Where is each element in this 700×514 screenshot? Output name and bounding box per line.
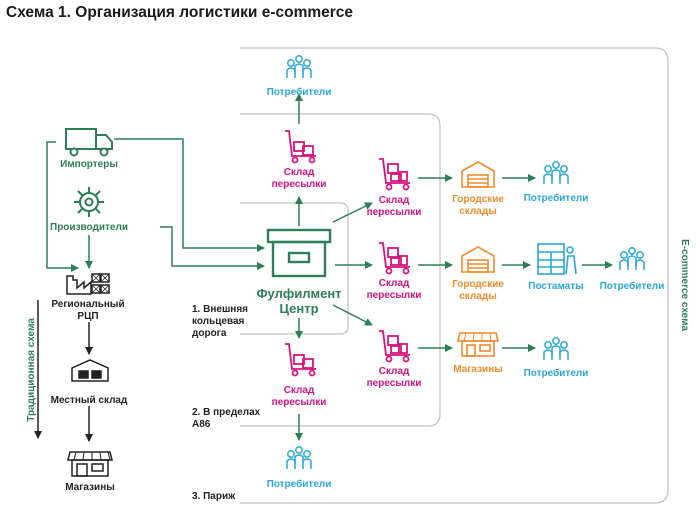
consumers-icon (286, 55, 312, 78)
local-warehouse-label: Местный склад (51, 395, 128, 406)
transit-warehouse-icon-bottom (285, 343, 316, 377)
city-warehouse-2-label-2: склады (459, 291, 497, 302)
zone-a86-boundary (240, 113, 441, 427)
transit-warehouse-icon-r3 (379, 330, 410, 363)
truck-icon (65, 128, 113, 157)
fulfillment-label-1: Фулфилмент (256, 286, 341, 301)
producers-label: Производители (50, 222, 128, 233)
importers-label: Импортеры (60, 159, 118, 170)
postamats-label: Постаматы (528, 281, 583, 292)
transit-top-label-2: пересылки (272, 179, 327, 190)
transit-warehouse-icon-r2 (379, 242, 410, 275)
transit-top-label-1: Склад (284, 167, 315, 178)
city-warehouse-2-label-1: Городские (452, 279, 504, 290)
fulfillment-label-2: Центр (279, 301, 318, 316)
transit-r3-label-2: пересылки (367, 378, 422, 389)
shops-right-label: Магазины (453, 364, 503, 375)
postamat-icon (537, 243, 577, 275)
ecommerce-scheme-label: E-commerce схема (679, 239, 690, 331)
transit-bottom-label-2: пересылки (272, 397, 327, 408)
fulfillment-box-icon (266, 228, 332, 278)
regional-label-1: Региональный (51, 299, 124, 310)
transit-r3-label-1: Склад (379, 366, 410, 377)
city-warehouse-icon-2 (461, 246, 495, 273)
consumers-top-label: Потребители (267, 86, 332, 98)
page-title: Схема 1. Организация логистики e-commerc… (6, 4, 354, 21)
zone-ring-road-boundary (240, 202, 349, 335)
paris-label: 3. Париж (192, 491, 236, 502)
arrow-sources-to-regional (46, 141, 79, 272)
arrow-importers-to-fulfillment (114, 138, 265, 252)
consumers-icon (543, 337, 569, 360)
regional-label-2: РЦП (77, 311, 98, 322)
shop-right-icon (456, 332, 500, 357)
traditional-scheme-label: Традиционная схема (26, 318, 37, 422)
ring-road-label-1: 1. Внешняя (192, 304, 248, 315)
a86-label-2: A86 (192, 419, 211, 430)
transit-r1-label-2: пересылки (367, 207, 422, 218)
city-warehouse-1-label-2: склады (459, 206, 497, 217)
consumers-icon (543, 161, 569, 184)
transit-bottom-label-1: Склад (284, 385, 315, 396)
gear-icon (74, 187, 104, 217)
arrow-ff-to-r3 (332, 304, 373, 326)
transit-warehouse-icon-top (285, 130, 316, 164)
ring-road-label-2: кольцевая (192, 316, 245, 327)
shops-left-label: Магазины (65, 482, 115, 493)
transit-r1-label-1: Склад (379, 195, 410, 206)
transit-r2-label-1: Склад (379, 278, 410, 289)
consumers-bottom-label: Потребители (267, 478, 332, 490)
regional-warehouse-icon (66, 273, 110, 295)
shop-left-icon (67, 451, 113, 477)
consumers-r2-label: Потребители (600, 280, 665, 292)
a86-label-1: 2. В пределах (192, 407, 261, 418)
city-warehouse-icon-1 (461, 161, 495, 188)
city-warehouse-1-label-1: Городские (452, 194, 504, 205)
consumers-r1-label: Потребители (524, 192, 589, 204)
arrow-ff-to-r1 (332, 202, 373, 223)
arrow-producers-to-fulfillment (160, 226, 265, 270)
consumers-icon (619, 247, 645, 270)
local-warehouse-icon (71, 359, 109, 382)
consumers-icon (286, 446, 312, 469)
zone-paris-boundary (240, 47, 669, 504)
transit-r2-label-2: пересылки (367, 290, 422, 301)
consumers-r3-label: Потребители (524, 367, 589, 379)
transit-warehouse-icon-r1 (379, 158, 410, 191)
ring-road-label-3: дорога (192, 328, 227, 339)
